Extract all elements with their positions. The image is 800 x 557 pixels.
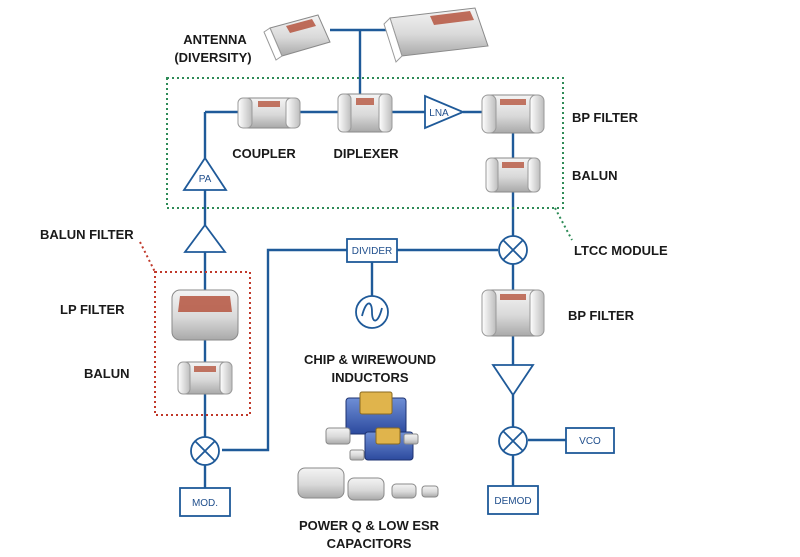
coupler-chip: [237, 97, 301, 129]
bp-filter-right-label: BP FILTER: [568, 308, 635, 323]
balun-left-label: BALUN: [84, 366, 130, 381]
lna-label: LNA: [429, 108, 449, 119]
vco-label: VCO: [579, 436, 601, 447]
driver-amplifier: [183, 223, 227, 253]
divider-label: DIVIDER: [352, 246, 393, 257]
balun-filter-label: BALUN FILTER: [40, 227, 134, 242]
antenna-diversity-chip: [263, 14, 331, 61]
ltcc-module-label: LTCC MODULE: [574, 243, 668, 258]
pa-amplifier: PA: [182, 156, 228, 191]
balun-filter-border: [154, 271, 251, 416]
oscillator-icon: [355, 295, 389, 329]
inductors-cluster: [325, 391, 419, 461]
bp-filter-top-label: BP FILTER: [572, 110, 639, 125]
mod-label: MOD.: [192, 498, 218, 509]
diplexer-label: DIPLEXER: [333, 146, 399, 161]
pa-label: PA: [199, 174, 212, 185]
mixer-tx: [190, 436, 220, 466]
bp-filter-right-chip: [481, 289, 545, 337]
capacitors-label-2: CAPACITORS: [327, 536, 412, 551]
mixer-rx-top: [498, 235, 528, 265]
bp-filter-top-chip: [481, 94, 545, 134]
capacitors-label-1: POWER Q & LOW ESR: [299, 518, 440, 533]
antenna-label: ANTENNA: [183, 32, 247, 47]
vco-block: VCO: [565, 427, 615, 454]
balun-top-chip: [485, 157, 541, 193]
chip-inductors-label-1: CHIP & WIREWOUND: [304, 352, 436, 367]
ltcc-module-border: [166, 77, 564, 209]
balun-left-chip: [177, 361, 233, 395]
capacitors-cluster: [297, 467, 439, 501]
diversity-label: (DIVERSITY): [174, 50, 251, 65]
ltcc-module-leader: [554, 207, 573, 241]
divider-block: DIVIDER: [346, 238, 398, 263]
demod-block: DEMOD: [487, 485, 539, 515]
lp-filter-chip: [171, 289, 239, 341]
mixer-rx-bottom: [498, 426, 528, 456]
rx-amplifier: [491, 364, 535, 397]
chip-inductors-label-2: INDUCTORS: [331, 370, 408, 385]
balun-top-label: BALUN: [572, 168, 618, 183]
antenna-main-chip: [383, 7, 489, 63]
mod-block: MOD.: [179, 487, 231, 517]
wire-lo-distribution: [222, 248, 498, 452]
demod-label: DEMOD: [494, 496, 531, 507]
coupler-label: COUPLER: [232, 146, 296, 161]
lp-filter-label: LP FILTER: [60, 302, 125, 317]
lna-amplifier: LNA: [424, 94, 466, 130]
balun-filter-leader: [139, 241, 156, 273]
diplexer-chip: [337, 93, 393, 133]
